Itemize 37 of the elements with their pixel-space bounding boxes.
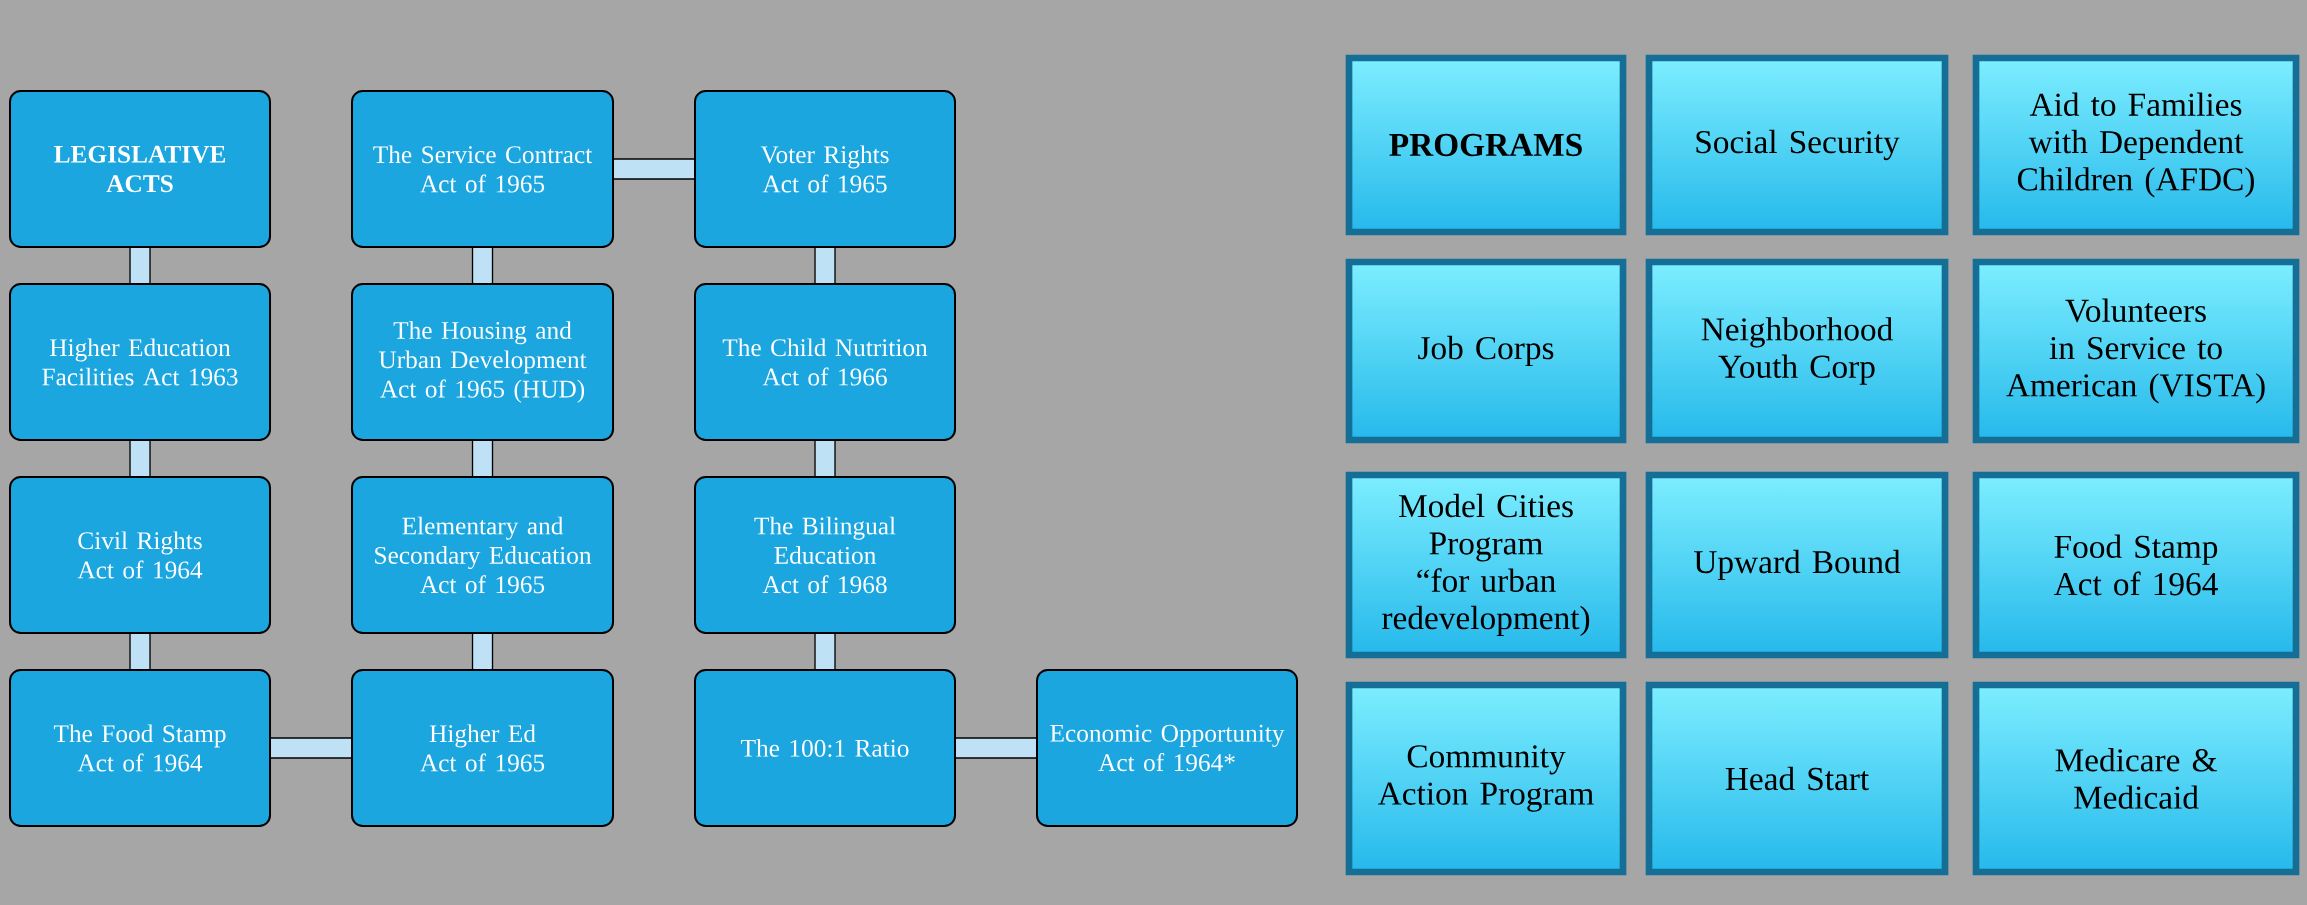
program-box: PROGRAMS (1345, 54, 1627, 236)
act-box: Higher Ed Act of 1965 (351, 669, 614, 827)
connector-bar (471, 248, 494, 283)
program-box: Job Corps (1345, 258, 1627, 444)
connector-bar (614, 158, 694, 180)
program-box: Medicare & Medicaid (1972, 681, 2300, 876)
program-box: Upward Bound (1645, 471, 1949, 659)
program-box: Food Stamp Act of 1964 (1972, 471, 2300, 659)
program-box: Head Start (1645, 681, 1949, 876)
connector-bar (471, 634, 494, 669)
program-box: Social Security (1645, 54, 1949, 236)
connector-bar (129, 248, 151, 283)
act-box: Voter Rights Act of 1965 (694, 90, 956, 248)
connector-bar (471, 441, 494, 476)
act-box: Civil Rights Act of 1964 (9, 476, 271, 634)
act-box: Economic Opportunity Act of 1964* (1036, 669, 1298, 827)
act-box: Elementary and Secondary Education Act of 1965 (351, 476, 614, 634)
act-box: The Housing and Urban Development Act of 1965 (HUD) (351, 283, 614, 441)
connector-bar (814, 248, 836, 283)
connector-bar (271, 737, 351, 759)
act-box: The Service Contract Act of 1965 (351, 90, 614, 248)
program-box: Community Action Program (1345, 681, 1627, 876)
program-box: Aid to Families with Dependent Children (AFDC) (1972, 54, 2300, 236)
act-box: Higher Education Facilities Act 1963 (9, 283, 271, 441)
act-box: The 100:1 Ratio (694, 669, 956, 827)
act-box: The Bilingual Education Act of 1968 (694, 476, 956, 634)
program-box: Neighborhood Youth Corp (1645, 258, 1949, 444)
act-box: The Food Stamp Act of 1964 (9, 669, 271, 827)
connector-bar (814, 441, 836, 476)
act-box: LEGISLATIVE ACTS (9, 90, 271, 248)
connector-bar (129, 441, 151, 476)
act-box: The Child Nutrition Act of 1966 (694, 283, 956, 441)
program-box: Model Cities Program “for urban redevelopment) (1345, 471, 1627, 659)
program-box: Volunteers in Service to American (VISTA) (1972, 258, 2300, 444)
connector-bar (956, 737, 1036, 759)
connector-bar (129, 634, 151, 669)
connector-bar (814, 634, 836, 669)
